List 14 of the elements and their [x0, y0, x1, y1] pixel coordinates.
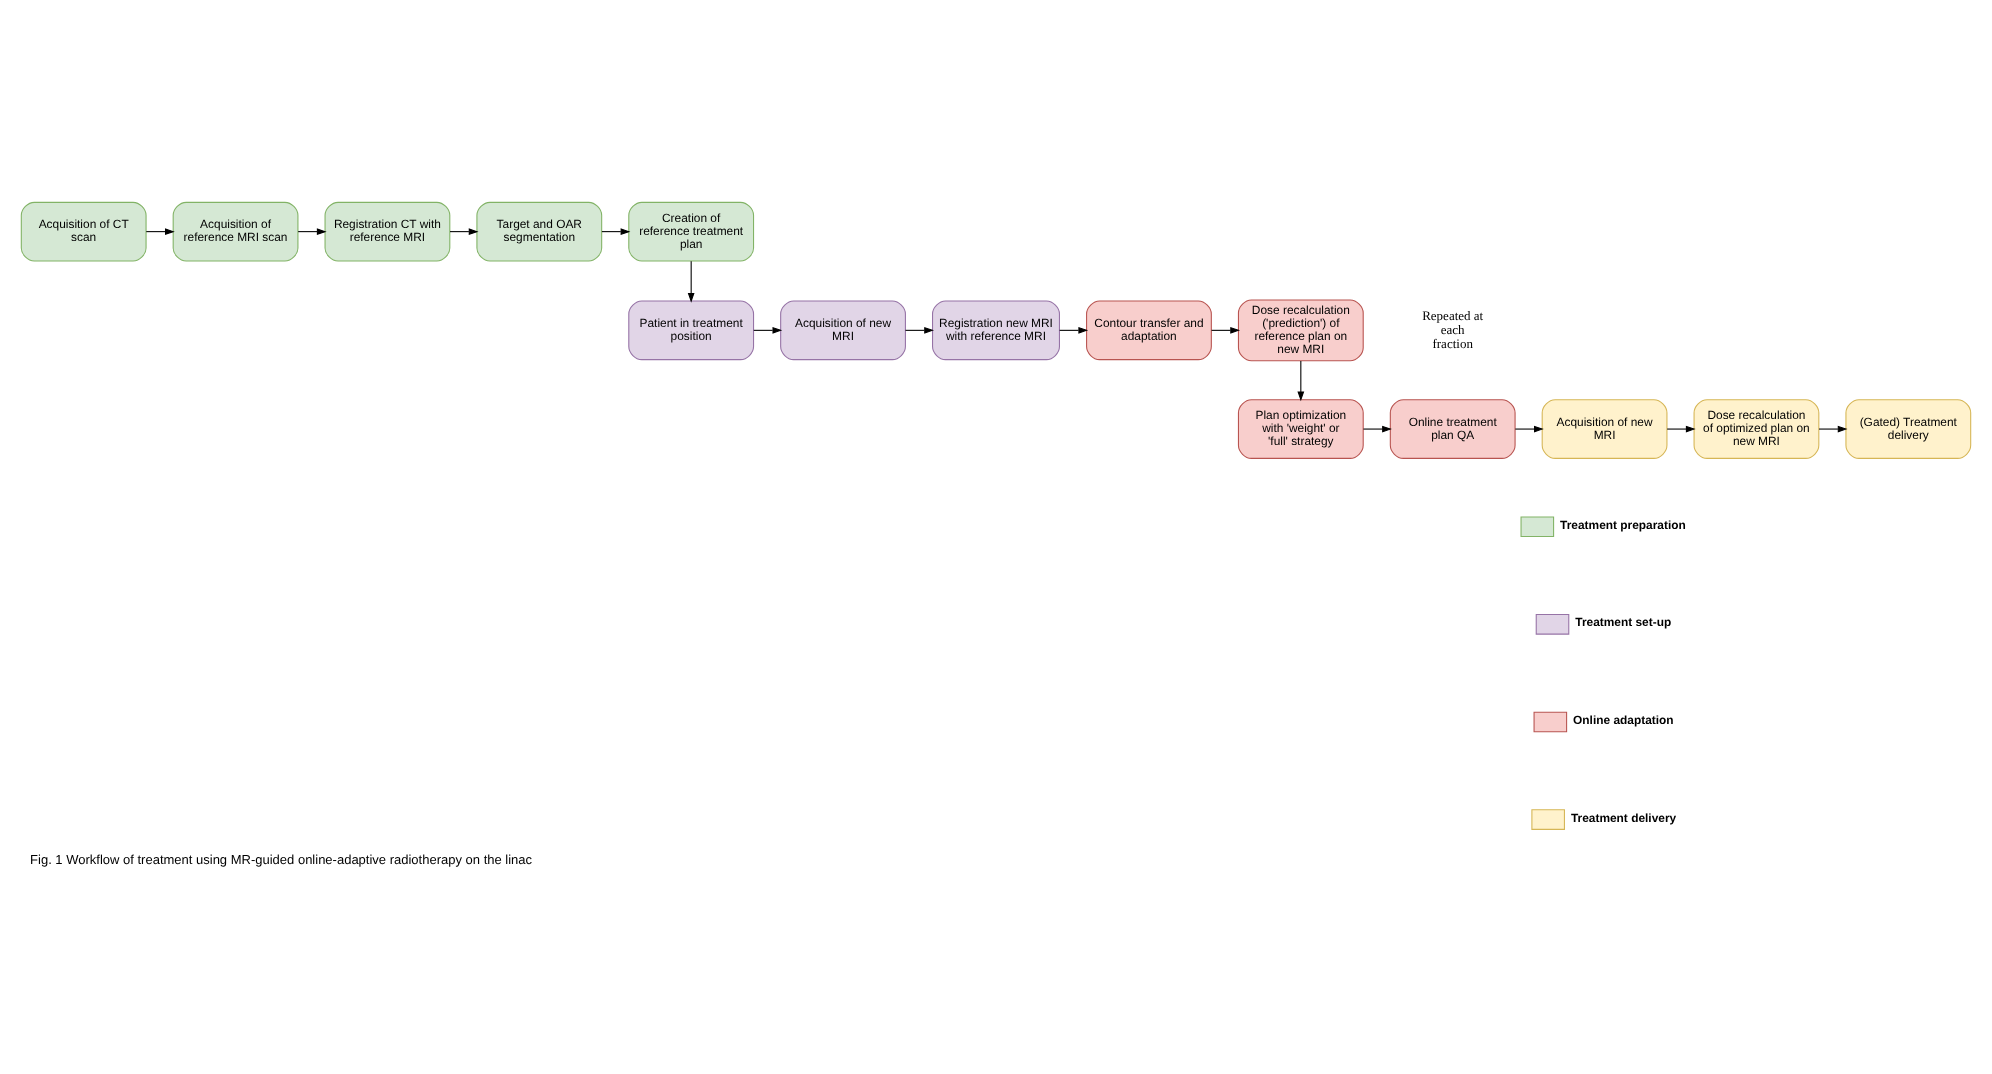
arrow [687, 260, 695, 303]
arrow [1818, 425, 1848, 433]
arrow [904, 326, 934, 334]
arrow [297, 228, 327, 236]
arrow [601, 228, 631, 236]
arrow [1514, 425, 1544, 433]
arrow [145, 228, 175, 236]
arrow [1297, 360, 1305, 402]
arrow [449, 228, 479, 236]
arrow [1666, 425, 1696, 433]
arrow [1362, 425, 1392, 433]
arrow [1059, 326, 1089, 334]
arrow [753, 326, 783, 334]
arrow [1211, 326, 1241, 334]
